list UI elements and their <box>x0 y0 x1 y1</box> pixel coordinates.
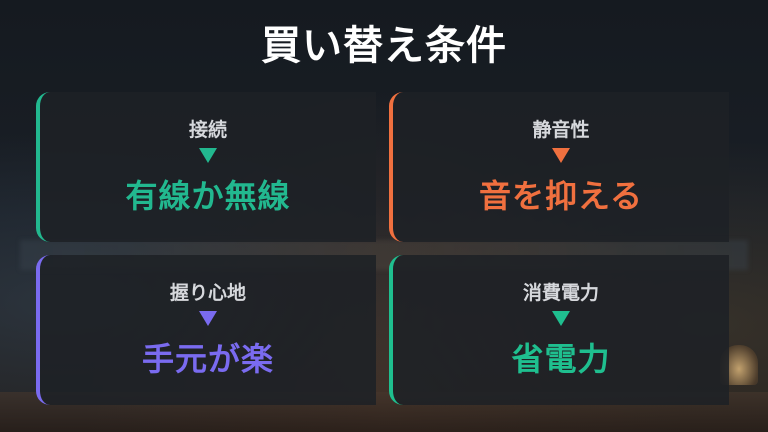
page-title: 買い替え条件 <box>261 23 507 69</box>
down-arrow-icon <box>393 311 729 331</box>
condition-value: 音を抑える <box>478 177 644 215</box>
condition-value: 省電力 <box>511 340 611 378</box>
down-arrow-icon <box>40 311 376 331</box>
condition-card-power: 消費電力 省電力 <box>389 255 729 405</box>
down-arrow-icon <box>393 148 729 168</box>
condition-label: 静音性 <box>532 119 590 141</box>
condition-card-connection: 接続 有線か無線 <box>36 92 376 242</box>
condition-card-comfort: 握り心地 手元が楽 <box>36 255 376 405</box>
condition-card-quietness: 静音性 音を抑える <box>389 92 729 242</box>
condition-value: 手元が楽 <box>141 340 274 378</box>
condition-label: 消費電力 <box>522 282 599 304</box>
down-arrow-icon <box>40 148 376 168</box>
condition-value: 有線か無線 <box>125 177 291 215</box>
condition-label: 接続 <box>188 119 227 141</box>
condition-label: 握り心地 <box>169 282 246 304</box>
